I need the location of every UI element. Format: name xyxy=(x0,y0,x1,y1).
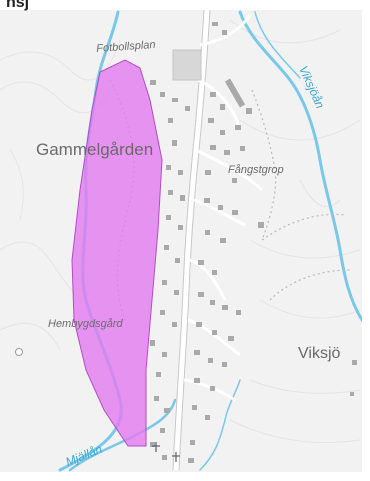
label-viksjo: Viksjö xyxy=(298,345,341,362)
frame-right xyxy=(362,0,370,481)
label-gammelgarden: Gammelgården xyxy=(36,140,154,159)
contour-lines xyxy=(0,19,361,443)
map-pin-icon xyxy=(15,348,23,356)
label-fangstgrop: Fångstgrop xyxy=(228,164,284,176)
highlighted-area[interactable] xyxy=(71,59,163,447)
main-road[interactable] xyxy=(173,9,210,471)
stream-south xyxy=(199,379,241,471)
football-field xyxy=(172,49,202,81)
stream xyxy=(254,11,301,79)
frame-bottom xyxy=(0,472,370,481)
label-hembygdsgard: Hembygdsgård xyxy=(48,318,123,330)
church-icon xyxy=(152,442,180,462)
buildings xyxy=(150,22,357,463)
trails xyxy=(109,79,351,321)
frame-top xyxy=(0,0,370,10)
header-text: nsj xyxy=(6,0,30,11)
